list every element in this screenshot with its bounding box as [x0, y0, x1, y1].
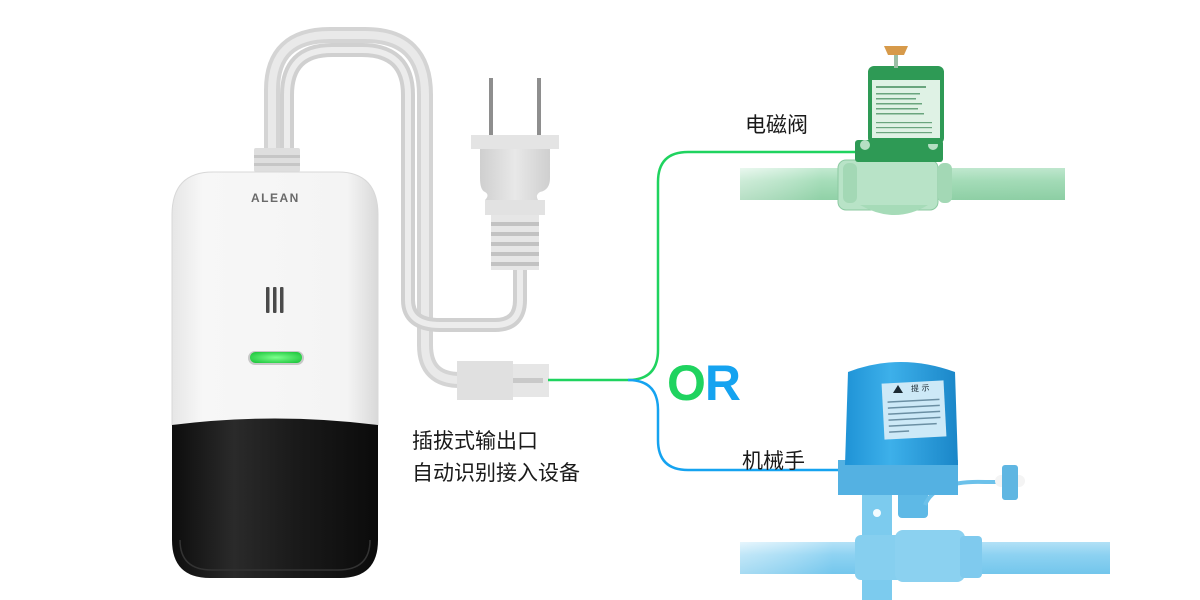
cable-strain-relief: [254, 148, 300, 172]
ac-plug: [471, 78, 559, 270]
warning-icon: [893, 385, 903, 393]
blue-signal-line: [627, 378, 845, 472]
plug-prong-right: [537, 78, 541, 136]
sensor-vent-icon: [266, 287, 270, 313]
solenoid-valve-image: [740, 46, 1065, 215]
status-led: [250, 352, 302, 363]
brand-logo: ALEAN: [251, 191, 300, 205]
signal-lines: [548, 150, 870, 472]
plug-prong-left: [489, 78, 493, 136]
gas-detector-device: [171, 171, 379, 578]
manual-reset-knob: [884, 46, 908, 55]
connector-caption-line1: 插拔式输出口: [412, 429, 538, 453]
power-cable: [254, 27, 527, 388]
green-signal-line: [548, 150, 870, 382]
solenoid-valve-label: 电磁阀: [745, 113, 808, 137]
manipulator-label: 机械手: [742, 449, 805, 473]
or-letter-o: O: [667, 355, 706, 411]
manipulator-image: [740, 362, 1110, 600]
warning-label-title: 提 示: [910, 383, 930, 394]
or-letter-r: R: [704, 355, 741, 411]
connector-caption-line2: 自动识别接入设备: [412, 461, 580, 485]
output-connector: [457, 361, 549, 400]
or-separator: OR: [667, 355, 741, 411]
